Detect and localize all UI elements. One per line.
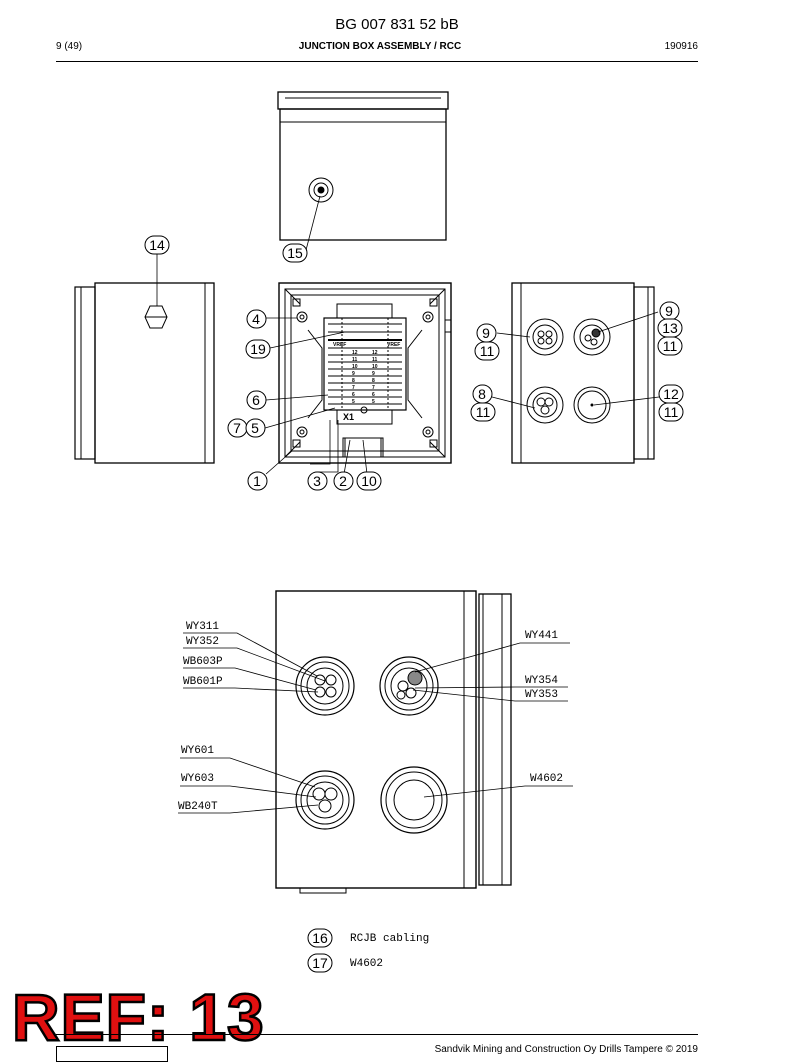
footer-copyright: Sandvik Mining and Construction Oy Drill… xyxy=(434,1044,698,1055)
callout-3: 3 xyxy=(307,471,328,491)
cable-label-wb601p: WB601P xyxy=(183,676,223,688)
upper-leader-lines xyxy=(156,195,660,475)
svg-text:11: 11 xyxy=(664,404,679,420)
callout-15: 15 xyxy=(282,243,308,263)
svg-text:5: 5 xyxy=(251,420,259,436)
svg-text:11: 11 xyxy=(476,404,491,420)
cable-label-wy603: WY603 xyxy=(181,773,214,785)
terminal-code: 6 xyxy=(372,392,375,398)
svg-text:9: 9 xyxy=(665,303,673,319)
terminal-code: 12 xyxy=(352,350,358,356)
callout-6: 6 xyxy=(246,390,267,410)
svg-text:7: 7 xyxy=(233,420,241,436)
terminal-code: 8 xyxy=(352,378,355,384)
legend-number: 16 xyxy=(312,930,328,946)
page-title: JUNCTION BOX ASSEMBLY / RCC xyxy=(298,41,462,52)
cable-label-wb603p: WB603P xyxy=(183,656,223,668)
page-number: 9 (49) xyxy=(56,41,83,52)
svg-text:8: 8 xyxy=(478,386,486,402)
terminal-code: 6 xyxy=(352,392,355,398)
callout-10: 10 xyxy=(356,471,382,491)
legend-number: 17 xyxy=(312,955,328,971)
callout-19: 19 xyxy=(245,339,271,359)
terminal-code: 9 xyxy=(352,371,355,377)
callout-13: 13 xyxy=(657,318,683,338)
cable-label-w4602: W4602 xyxy=(530,773,563,785)
callout-11: 11 xyxy=(470,402,496,422)
terminal-code: 10 xyxy=(352,364,358,370)
vref-right-label: VREF xyxy=(387,342,400,348)
callout-12: 12 xyxy=(658,384,684,404)
cable-leader-lines xyxy=(178,632,573,814)
terminal-code: 10 xyxy=(372,364,378,370)
callout-11: 11 xyxy=(474,341,500,361)
left-side-view xyxy=(74,282,215,464)
terminal-code: 5 xyxy=(372,399,375,405)
cable-label-wy353: WY353 xyxy=(525,689,558,701)
date-code: 190916 xyxy=(664,41,698,52)
legend: 16 RCJB cabling 17 W4602 xyxy=(307,928,429,973)
callout-bubbles: 15 14 4 19 6 7 5 1 3 2 10 9 11 9 13 11 8… xyxy=(144,235,684,491)
cable-label-wy441: WY441 xyxy=(525,630,558,642)
terminal-code: 8 xyxy=(372,378,375,384)
callout-1: 1 xyxy=(247,471,268,491)
terminal-code: 7 xyxy=(352,385,355,391)
cable-detail-view xyxy=(275,590,512,894)
cable-label-wy354: WY354 xyxy=(525,675,558,687)
callout-14: 14 xyxy=(144,235,170,255)
legend-item: 16 RCJB cabling xyxy=(307,928,429,948)
callout-2: 2 xyxy=(333,471,354,491)
terminal-code: 12 xyxy=(372,350,378,356)
callout-9: 9 xyxy=(659,301,680,321)
terminal-code: 5 xyxy=(352,399,355,405)
svg-text:19: 19 xyxy=(250,341,266,357)
svg-text:10: 10 xyxy=(361,473,377,489)
svg-text:12: 12 xyxy=(663,386,679,402)
callout-9: 9 xyxy=(476,323,497,343)
callout-7: 7 xyxy=(227,418,248,438)
ref-banner: REF: 13 xyxy=(11,980,265,1054)
terminal-block-label: X1 xyxy=(343,412,354,422)
callout-4: 4 xyxy=(246,309,267,329)
top-view xyxy=(277,91,449,241)
terminal-code: 11 xyxy=(372,357,378,363)
svg-text:6: 6 xyxy=(252,392,260,408)
svg-text:13: 13 xyxy=(662,320,678,336)
company-logo xyxy=(56,1046,168,1062)
cable-labels: WY311 WY352 WB603P WB601P WY441 WY354 WY… xyxy=(178,621,563,813)
document-number: BG 007 831 52 bB xyxy=(335,16,459,33)
svg-text:3: 3 xyxy=(313,473,321,489)
svg-text:15: 15 xyxy=(287,245,303,261)
header-rule xyxy=(56,61,698,62)
legend-item: 17 W4602 xyxy=(307,953,383,973)
terminal-code: 9 xyxy=(372,371,375,377)
terminal-code: 11 xyxy=(352,357,358,363)
legend-text: W4602 xyxy=(350,958,383,970)
terminal-code: 7 xyxy=(372,385,375,391)
svg-text:4: 4 xyxy=(252,311,260,327)
svg-text:1: 1 xyxy=(253,473,261,489)
cable-label-wy601: WY601 xyxy=(181,745,214,757)
svg-text:9: 9 xyxy=(482,325,490,341)
callout-11: 11 xyxy=(657,336,683,356)
svg-text:14: 14 xyxy=(149,237,165,253)
front-view: VREF VREF 12 11 10 9 8 7 6 5 12 11 10 9 … xyxy=(278,282,452,464)
footer-rule xyxy=(56,1034,698,1035)
callout-8: 8 xyxy=(472,384,493,404)
callout-5: 5 xyxy=(245,418,266,438)
cable-label-wy352: WY352 xyxy=(186,636,219,648)
legend-text: RCJB cabling xyxy=(350,933,429,945)
callout-11: 11 xyxy=(658,402,684,422)
right-side-view xyxy=(511,282,655,464)
svg-text:11: 11 xyxy=(480,343,495,359)
cable-label-wb240t: WB240T xyxy=(178,801,218,813)
svg-text:2: 2 xyxy=(339,473,347,489)
vref-left-label: VREF xyxy=(333,342,346,348)
cable-label-wy311: WY311 xyxy=(186,621,219,633)
svg-text:11: 11 xyxy=(663,338,678,354)
